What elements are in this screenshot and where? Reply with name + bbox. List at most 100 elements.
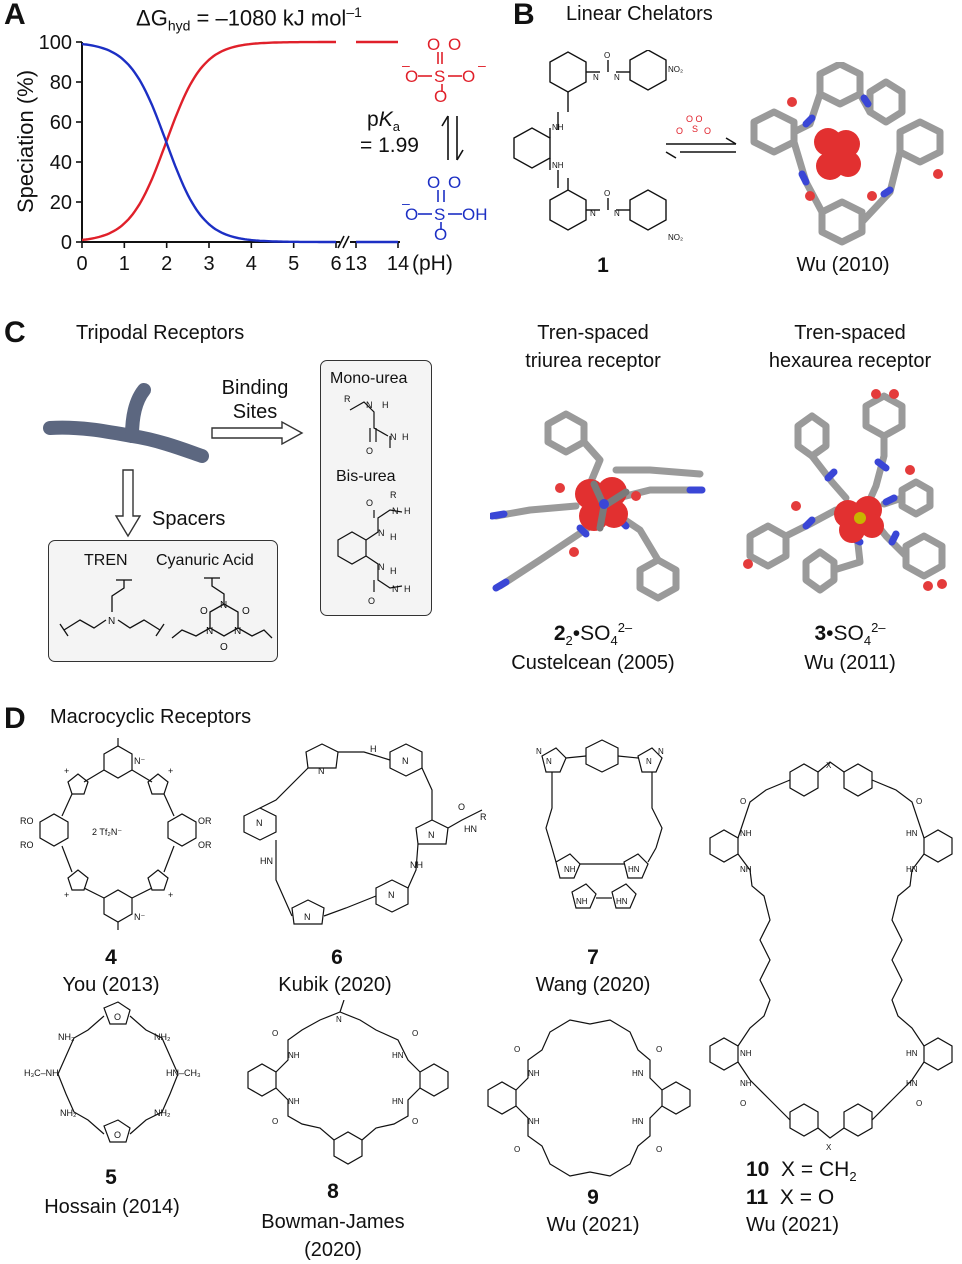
svg-text:N: N — [304, 912, 311, 922]
svg-text:O: O — [114, 1130, 121, 1140]
binding-sites-box — [320, 360, 432, 616]
svg-text:N: N — [536, 747, 542, 756]
svg-text:NH₂: NH₂ — [58, 1032, 75, 1042]
x-tick-label: 4 — [246, 253, 257, 275]
pka-value: = 1.99 — [360, 134, 419, 157]
svg-text:+: + — [64, 766, 69, 776]
svg-text:O: O — [676, 126, 683, 136]
svg-text:NH: NH — [288, 1097, 300, 1106]
svg-text:N: N — [658, 747, 664, 756]
svg-text:O: O — [114, 1012, 121, 1022]
svg-text:O: O — [412, 1117, 418, 1126]
svg-text:O: O — [916, 797, 922, 806]
svg-text:NH: NH — [288, 1051, 300, 1060]
triurea-sulfate-label: 22•SO42– — [553, 620, 633, 649]
svg-text:NO₂: NO₂ — [668, 233, 683, 242]
svg-text:N: N — [390, 432, 397, 442]
compound-1-crystal-caption: Wu (2010) — [796, 254, 890, 276]
svg-text:O: O — [366, 446, 373, 456]
svg-text:N⁻: N⁻ — [134, 912, 145, 922]
x-tick-label: 5 — [288, 253, 299, 275]
svg-text:S: S — [434, 205, 445, 224]
svg-text:RO: RO — [20, 840, 34, 850]
compound-8-caption: Bowman-James (2020) — [261, 1211, 405, 1261]
svg-text:HN: HN — [632, 1117, 644, 1126]
svg-text:O: O — [200, 606, 208, 617]
panel-letter-a: A — [4, 0, 26, 31]
svg-text:2 Tf₂N⁻: 2 Tf₂N⁻ — [92, 827, 122, 837]
x-tick-label: 13 — [345, 253, 367, 275]
chart-title: ΔGhyd = –1080 kJ mol–1 — [136, 4, 362, 34]
svg-text:+: + — [168, 766, 173, 776]
svg-text:O: O — [434, 225, 447, 242]
svg-text:O: O — [366, 498, 373, 508]
svg-text:NH: NH — [564, 865, 576, 874]
svg-text:H: H — [370, 744, 377, 754]
svg-text:N: N — [590, 209, 596, 218]
binding-sites-label: Binding Sites — [221, 377, 289, 423]
compound-4-number: 4 — [105, 946, 117, 969]
svg-text:+: + — [64, 890, 69, 900]
compound-7-number: 7 — [587, 946, 599, 969]
svg-text:O: O — [656, 1145, 662, 1154]
equilibrium-arrows-icon — [441, 115, 464, 161]
svg-text:O: O — [916, 1099, 922, 1108]
y-tick-label: 80 — [50, 72, 72, 94]
svg-text:O: O — [740, 797, 746, 806]
spacers-arrow-icon — [114, 469, 142, 538]
compound-4-caption: You (2013) — [62, 974, 160, 996]
svg-text:O: O — [514, 1145, 520, 1154]
svg-text:N: N — [614, 73, 620, 82]
x-tick-label: 14 — [387, 253, 409, 275]
svg-text:N: N — [593, 73, 599, 82]
svg-text:N: N — [378, 562, 385, 572]
svg-text:O: O — [427, 173, 440, 192]
svg-text:HN: HN — [906, 1049, 918, 1058]
svg-text:O: O — [448, 35, 461, 54]
x-tick-label: 0 — [76, 253, 87, 275]
svg-text:HN: HN — [392, 1051, 404, 1060]
svg-text:O: O — [272, 1117, 278, 1126]
svg-text:N: N — [366, 400, 373, 410]
svg-text:N: N — [220, 600, 227, 611]
compound-1-number: 1 — [597, 254, 609, 277]
svg-text:N: N — [646, 757, 652, 766]
svg-text:O: O — [458, 802, 465, 812]
svg-text:O: O — [405, 205, 418, 224]
svg-text:O: O — [656, 1045, 662, 1054]
compound-11-label: 11 X = O — [746, 1186, 835, 1209]
y-tick-label: 100 — [39, 32, 72, 54]
svg-text:HN: HN — [616, 897, 628, 906]
svg-text:N: N — [206, 626, 213, 637]
triurea-title-line2: triurea receptor — [525, 350, 661, 372]
svg-text:O: O — [434, 87, 447, 104]
compound-9-caption: Wu (2021) — [546, 1214, 640, 1236]
svg-text:–: – — [478, 57, 486, 73]
svg-text:N: N — [388, 890, 395, 900]
svg-text:HN: HN — [628, 865, 640, 874]
bis-urea-label: Bis-urea — [336, 468, 396, 485]
hexaurea-title-line2: hexaurea receptor — [768, 350, 932, 372]
svg-text:OR: OR — [198, 840, 212, 850]
x-axis-unit: (pH) — [412, 252, 453, 275]
axis-break-mark — [337, 235, 345, 249]
triurea-caption: Custelcean (2005) — [511, 652, 675, 674]
svg-text:H: H — [390, 566, 397, 576]
svg-text:OR: OR — [198, 816, 212, 826]
svg-text:N: N — [428, 830, 435, 840]
svg-text:HN: HN — [906, 1079, 918, 1088]
svg-text:N: N — [378, 528, 385, 538]
svg-text:HN: HN — [632, 1069, 644, 1078]
svg-text:O: O — [242, 606, 250, 617]
svg-text:N: N — [392, 584, 399, 594]
svg-text:O: O — [412, 1029, 418, 1038]
axis-break-mark — [342, 235, 350, 249]
svg-text:NH: NH — [410, 860, 423, 870]
svg-text:NH: NH — [552, 123, 564, 132]
